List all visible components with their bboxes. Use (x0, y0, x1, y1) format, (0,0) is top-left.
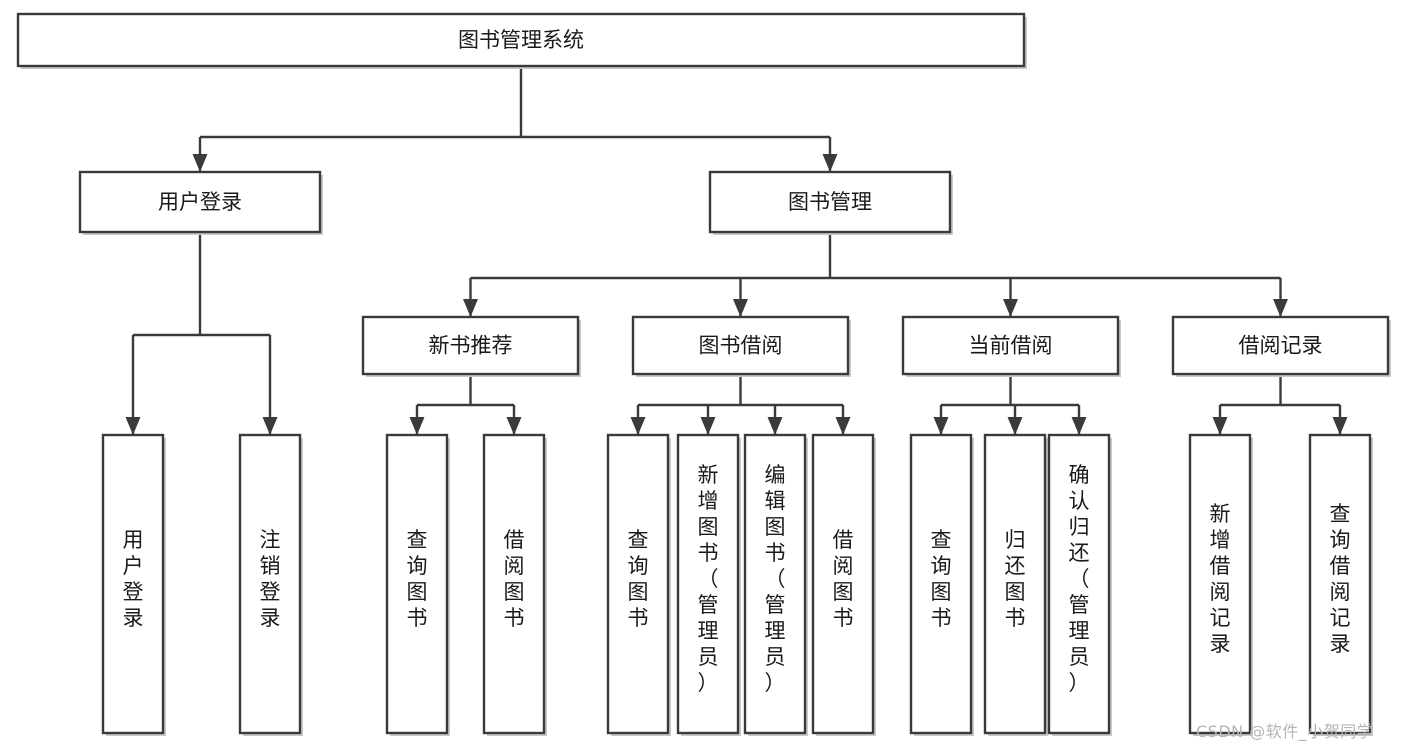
node-leaf-add-book[interactable]: 新增图书（管理员） (676, 433, 741, 736)
node-current-borrow[interactable]: 当前借阅 (901, 315, 1121, 377)
node-leaf-user-login[interactable]: 用户登录 (101, 433, 166, 736)
node-label: 查询图书 (931, 528, 952, 630)
node-leaf-add-record[interactable]: 新增借阅记录 (1188, 433, 1253, 736)
node-root[interactable]: 图书管理系统 (16, 12, 1027, 69)
node-book-borrow[interactable]: 图书借阅 (631, 315, 851, 377)
node-leaf-edit-book[interactable]: 编辑图书（管理员） (743, 433, 808, 736)
node-label: 借阅记录 (1239, 334, 1323, 358)
node-label: 注销登录 (260, 528, 281, 630)
arrow-head-icon (933, 417, 949, 435)
arrow-head-icon (463, 299, 478, 317)
node-leaf-query-book-2[interactable]: 查询图书 (606, 433, 671, 736)
arrow-head-icon (767, 417, 783, 435)
node-leaf-return-book[interactable]: 归还图书 (983, 433, 1048, 736)
node-borrow-record[interactable]: 借阅记录 (1171, 315, 1391, 377)
arrow-head-icon (700, 417, 716, 435)
arrow-head-icon (125, 417, 141, 435)
node-label: 图书管理系统 (458, 28, 584, 52)
arrow-head-icon (1003, 299, 1018, 317)
connector-layer (125, 66, 1348, 435)
arrow-head-icon (192, 154, 208, 172)
connector-book_manage_to_level3 (463, 232, 1288, 317)
arrow-head-icon (1273, 299, 1288, 317)
node-new-book-recommend[interactable]: 新书推荐 (361, 315, 581, 377)
node-label: 查询借阅记录 (1330, 502, 1351, 656)
node-label: 图书管理 (788, 190, 872, 214)
node-label: 编辑图书（管理员） (765, 463, 786, 695)
node-label: 确认归还（管理员） (1069, 463, 1090, 695)
node-label: 归还图书 (1005, 528, 1026, 630)
connector-user_login_to_leaves (125, 232, 278, 435)
node-label: 查询图书 (407, 528, 428, 630)
connector-book_borrow_to_leaves (630, 374, 851, 435)
connector-new_book_to_leaves (409, 374, 522, 435)
node-label: 新书推荐 (429, 334, 513, 358)
node-leaf-borrow-book-1[interactable]: 借阅图书 (482, 433, 547, 736)
arrow-head-icon (1332, 417, 1348, 435)
arrow-head-icon (409, 417, 425, 435)
arrow-head-icon (630, 417, 646, 435)
arrow-head-icon (1071, 417, 1087, 435)
node-label: 新增借阅记录 (1210, 502, 1231, 656)
node-leaf-user-logout[interactable]: 注销登录 (238, 433, 303, 736)
arrow-head-icon (835, 417, 851, 435)
node-label: 查询图书 (628, 528, 649, 630)
arrow-head-icon (822, 154, 838, 172)
node-label: 图书借阅 (699, 334, 783, 358)
node-user-login[interactable]: 用户登录 (78, 170, 323, 235)
arrow-head-icon (262, 417, 278, 435)
node-label: 借阅图书 (504, 528, 525, 630)
node-label: 用户登录 (123, 528, 144, 630)
node-label: 借阅图书 (833, 528, 854, 630)
node-book-manage[interactable]: 图书管理 (708, 170, 953, 235)
arrow-head-icon (506, 417, 522, 435)
node-leaf-query-book-1[interactable]: 查询图书 (385, 433, 450, 736)
connector-root_to_level2 (192, 66, 838, 172)
arrow-head-icon (1212, 417, 1228, 435)
node-leaf-query-book-3[interactable]: 查询图书 (909, 433, 974, 736)
node-leaf-confirm-return[interactable]: 确认归还（管理员） (1047, 433, 1112, 736)
arrow-head-icon (1007, 417, 1023, 435)
node-leaf-borrow-book-2[interactable]: 借阅图书 (811, 433, 876, 736)
node-label: 新增图书（管理员） (698, 463, 719, 695)
node-label: 当前借阅 (969, 334, 1053, 358)
node-leaf-query-record[interactable]: 查询借阅记录 (1308, 433, 1373, 736)
connector-current_borrow_to_leaves (933, 374, 1087, 435)
node-layer: 图书管理系统用户登录图书管理新书推荐图书借阅当前借阅借阅记录用户登录注销登录查询… (16, 12, 1391, 736)
node-label: 用户登录 (158, 190, 242, 214)
connector-borrow_record_to_leaves (1212, 374, 1348, 435)
arrow-head-icon (733, 299, 748, 317)
